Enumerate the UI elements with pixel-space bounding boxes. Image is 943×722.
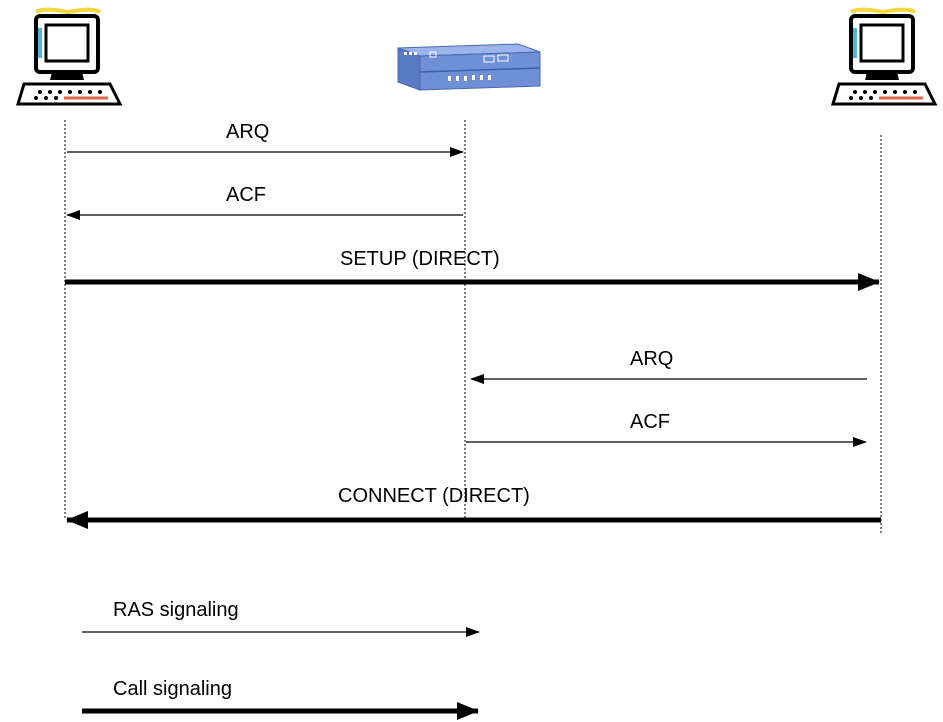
legend-ras-label: RAS signaling bbox=[113, 599, 239, 621]
message-label-acf-2: ACF bbox=[630, 411, 670, 433]
legend: RAS signaling Call signaling bbox=[82, 599, 480, 720]
message-label-setup: SETUP (DIRECT) bbox=[340, 248, 500, 270]
message-label-arq-2: ARQ bbox=[630, 348, 673, 370]
message-label-connect: CONNECT (DIRECT) bbox=[338, 485, 530, 507]
right-terminal-icon bbox=[830, 7, 938, 106]
message-label-arq-1: ARQ bbox=[226, 121, 269, 143]
message-label-acf-1: ACF bbox=[226, 184, 266, 206]
legend-call-label: Call signaling bbox=[113, 678, 232, 700]
left-terminal-icon bbox=[15, 7, 123, 106]
gatekeeper-server-icon bbox=[397, 43, 541, 91]
